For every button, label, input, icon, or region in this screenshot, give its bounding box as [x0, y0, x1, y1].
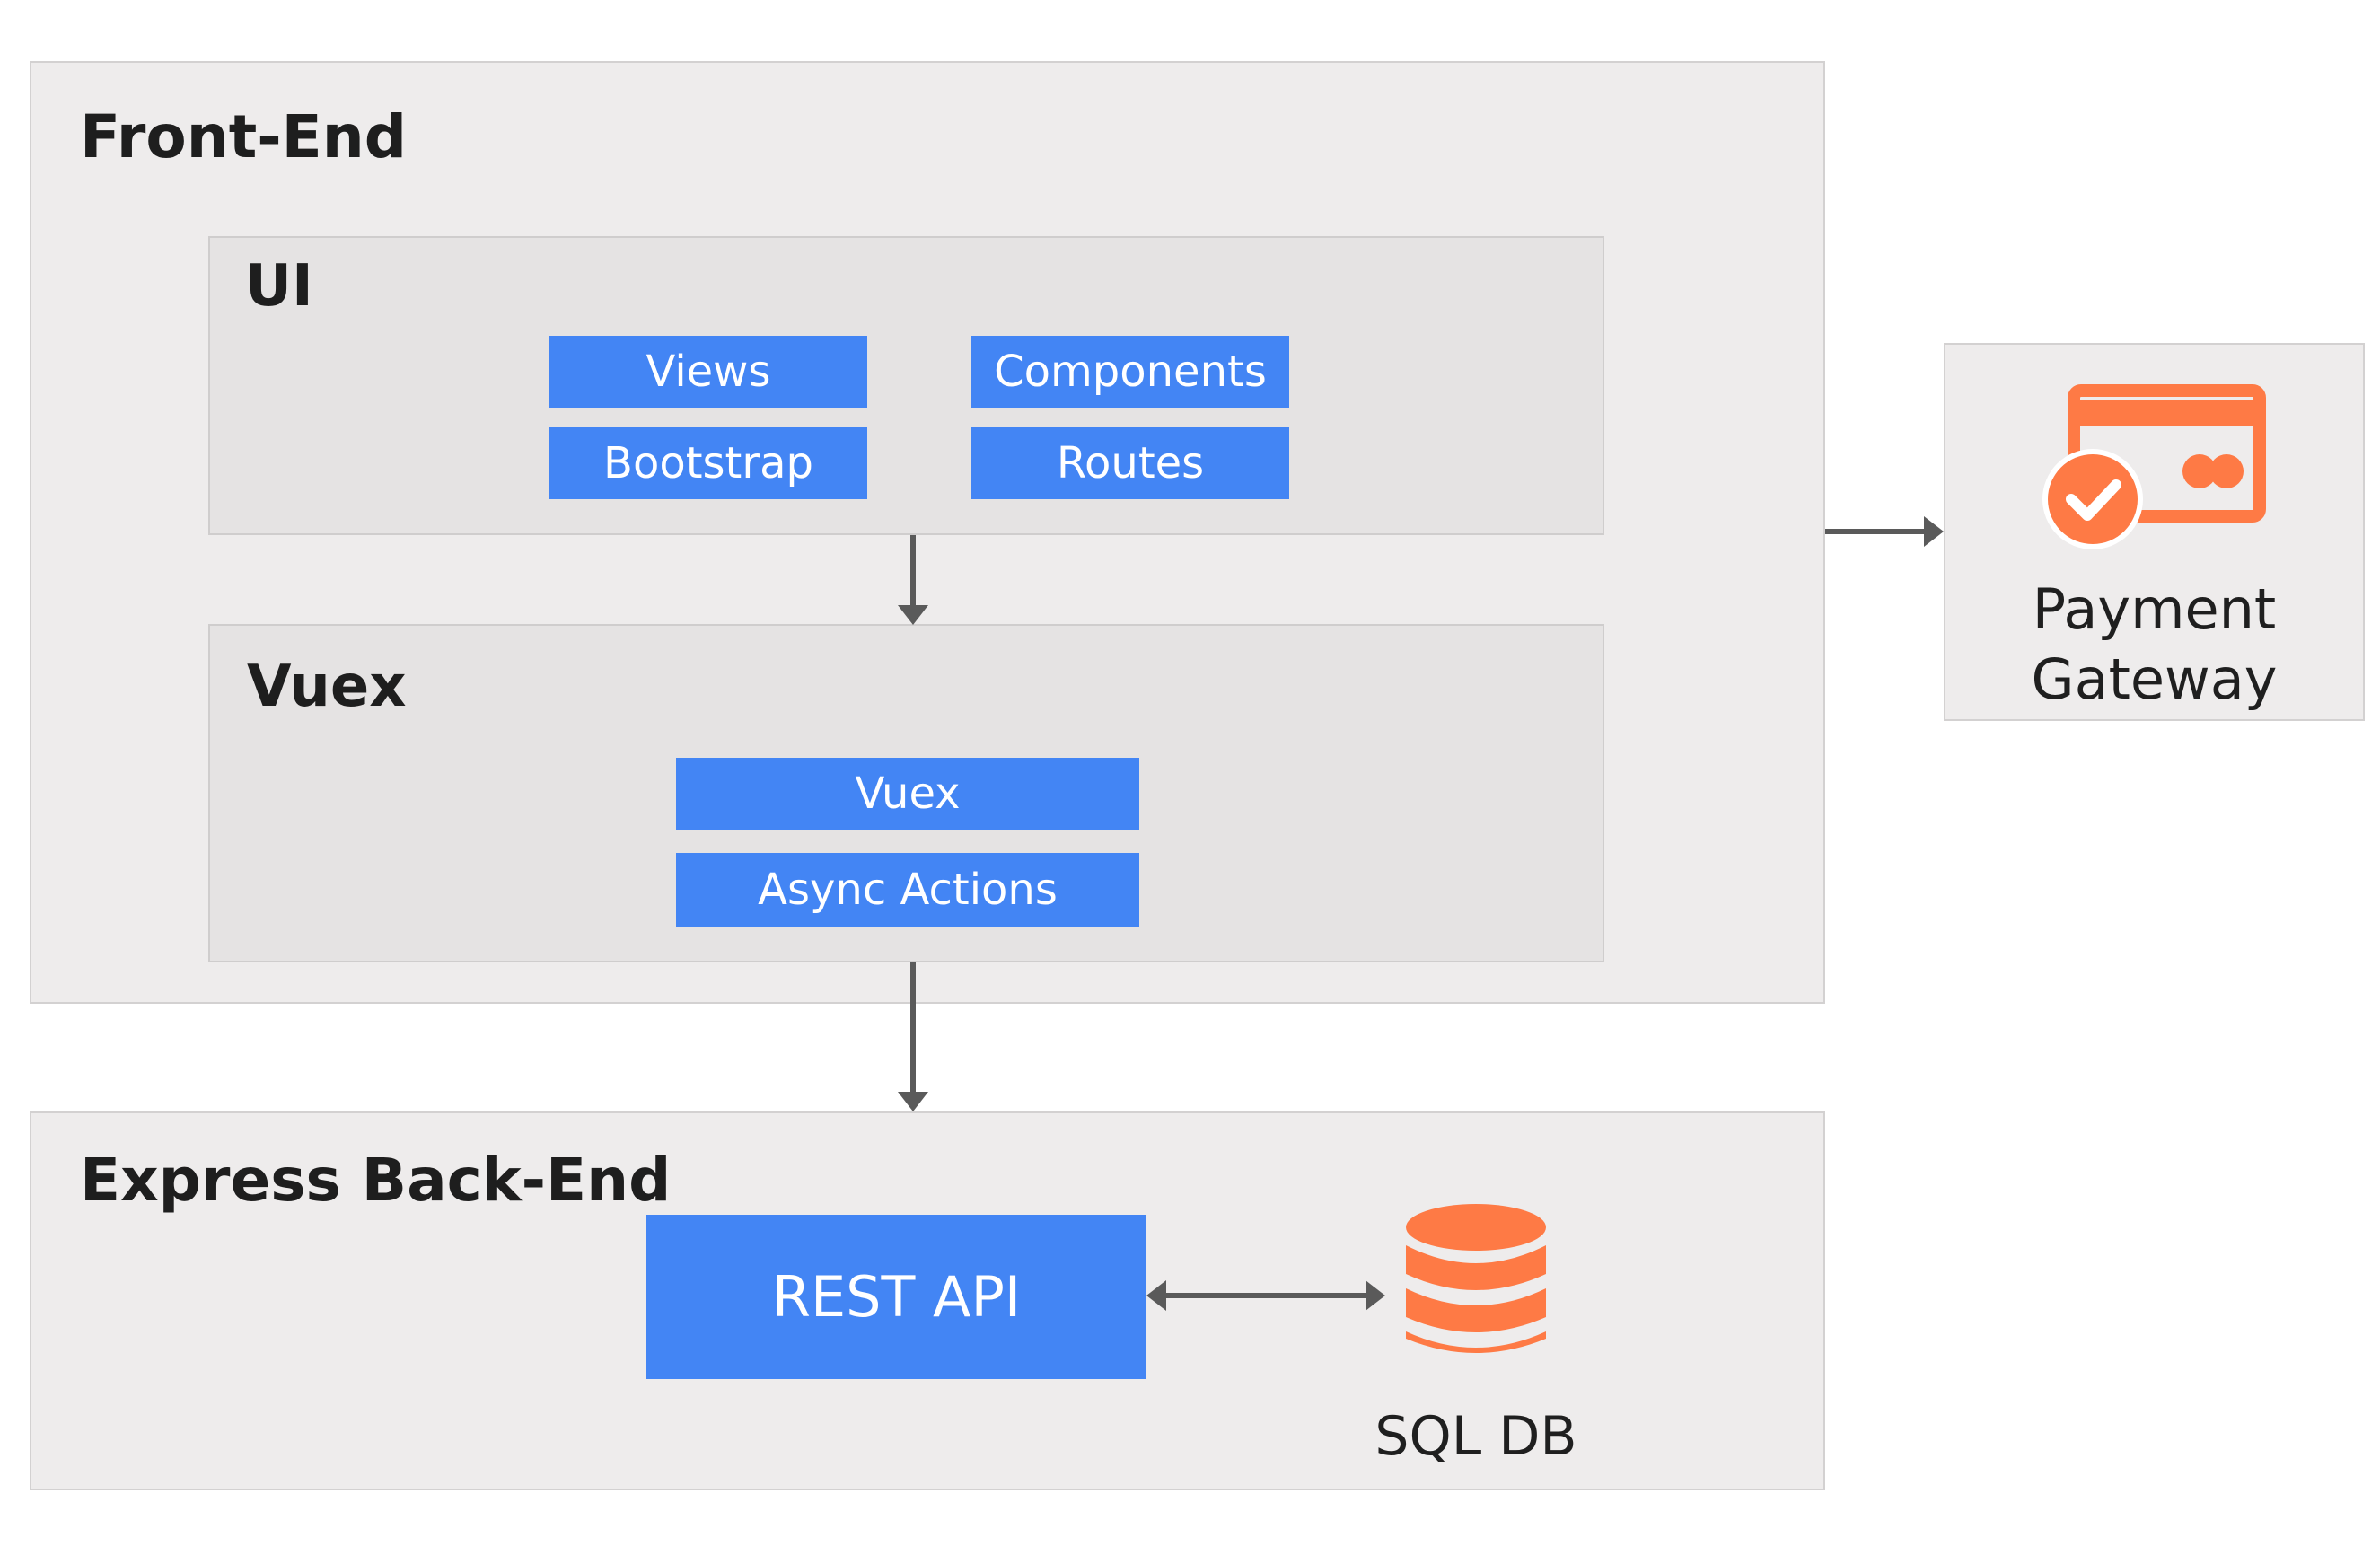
bootstrap-box: Bootstrap [549, 427, 867, 499]
payment-gateway-label: Payment Gateway [1944, 575, 2365, 714]
vuex-box: Vuex [676, 758, 1139, 830]
ui-title: UI [245, 253, 313, 320]
payment-gateway-label-line2: Gateway [2031, 646, 2278, 712]
vuex-title: Vuex [247, 654, 407, 720]
back-end-title: Express Back-End [80, 1146, 672, 1215]
routes-box: Routes [971, 427, 1289, 499]
payment-gateway-label-line1: Payment [2032, 576, 2277, 642]
arrowhead-frontend-to-payment [1924, 516, 1944, 547]
arrowhead-db-side [1366, 1280, 1385, 1311]
arrowhead-ui-to-vuex [898, 605, 928, 625]
front-end-title: Front-End [80, 102, 407, 171]
sql-db-label: SQL DB [1374, 1405, 1577, 1468]
async-actions-box: Async Actions [676, 853, 1139, 927]
rest-api-box: REST API [646, 1215, 1146, 1379]
arrowhead-api-side [1146, 1280, 1166, 1311]
arrowhead-vuex-to-backend [898, 1092, 928, 1111]
credit-card-check-icon [2042, 384, 2266, 549]
views-box: Views [549, 336, 867, 408]
database-icon [1406, 1204, 1546, 1353]
ui-panel: UI [208, 236, 1604, 535]
components-box: Components [971, 336, 1289, 408]
